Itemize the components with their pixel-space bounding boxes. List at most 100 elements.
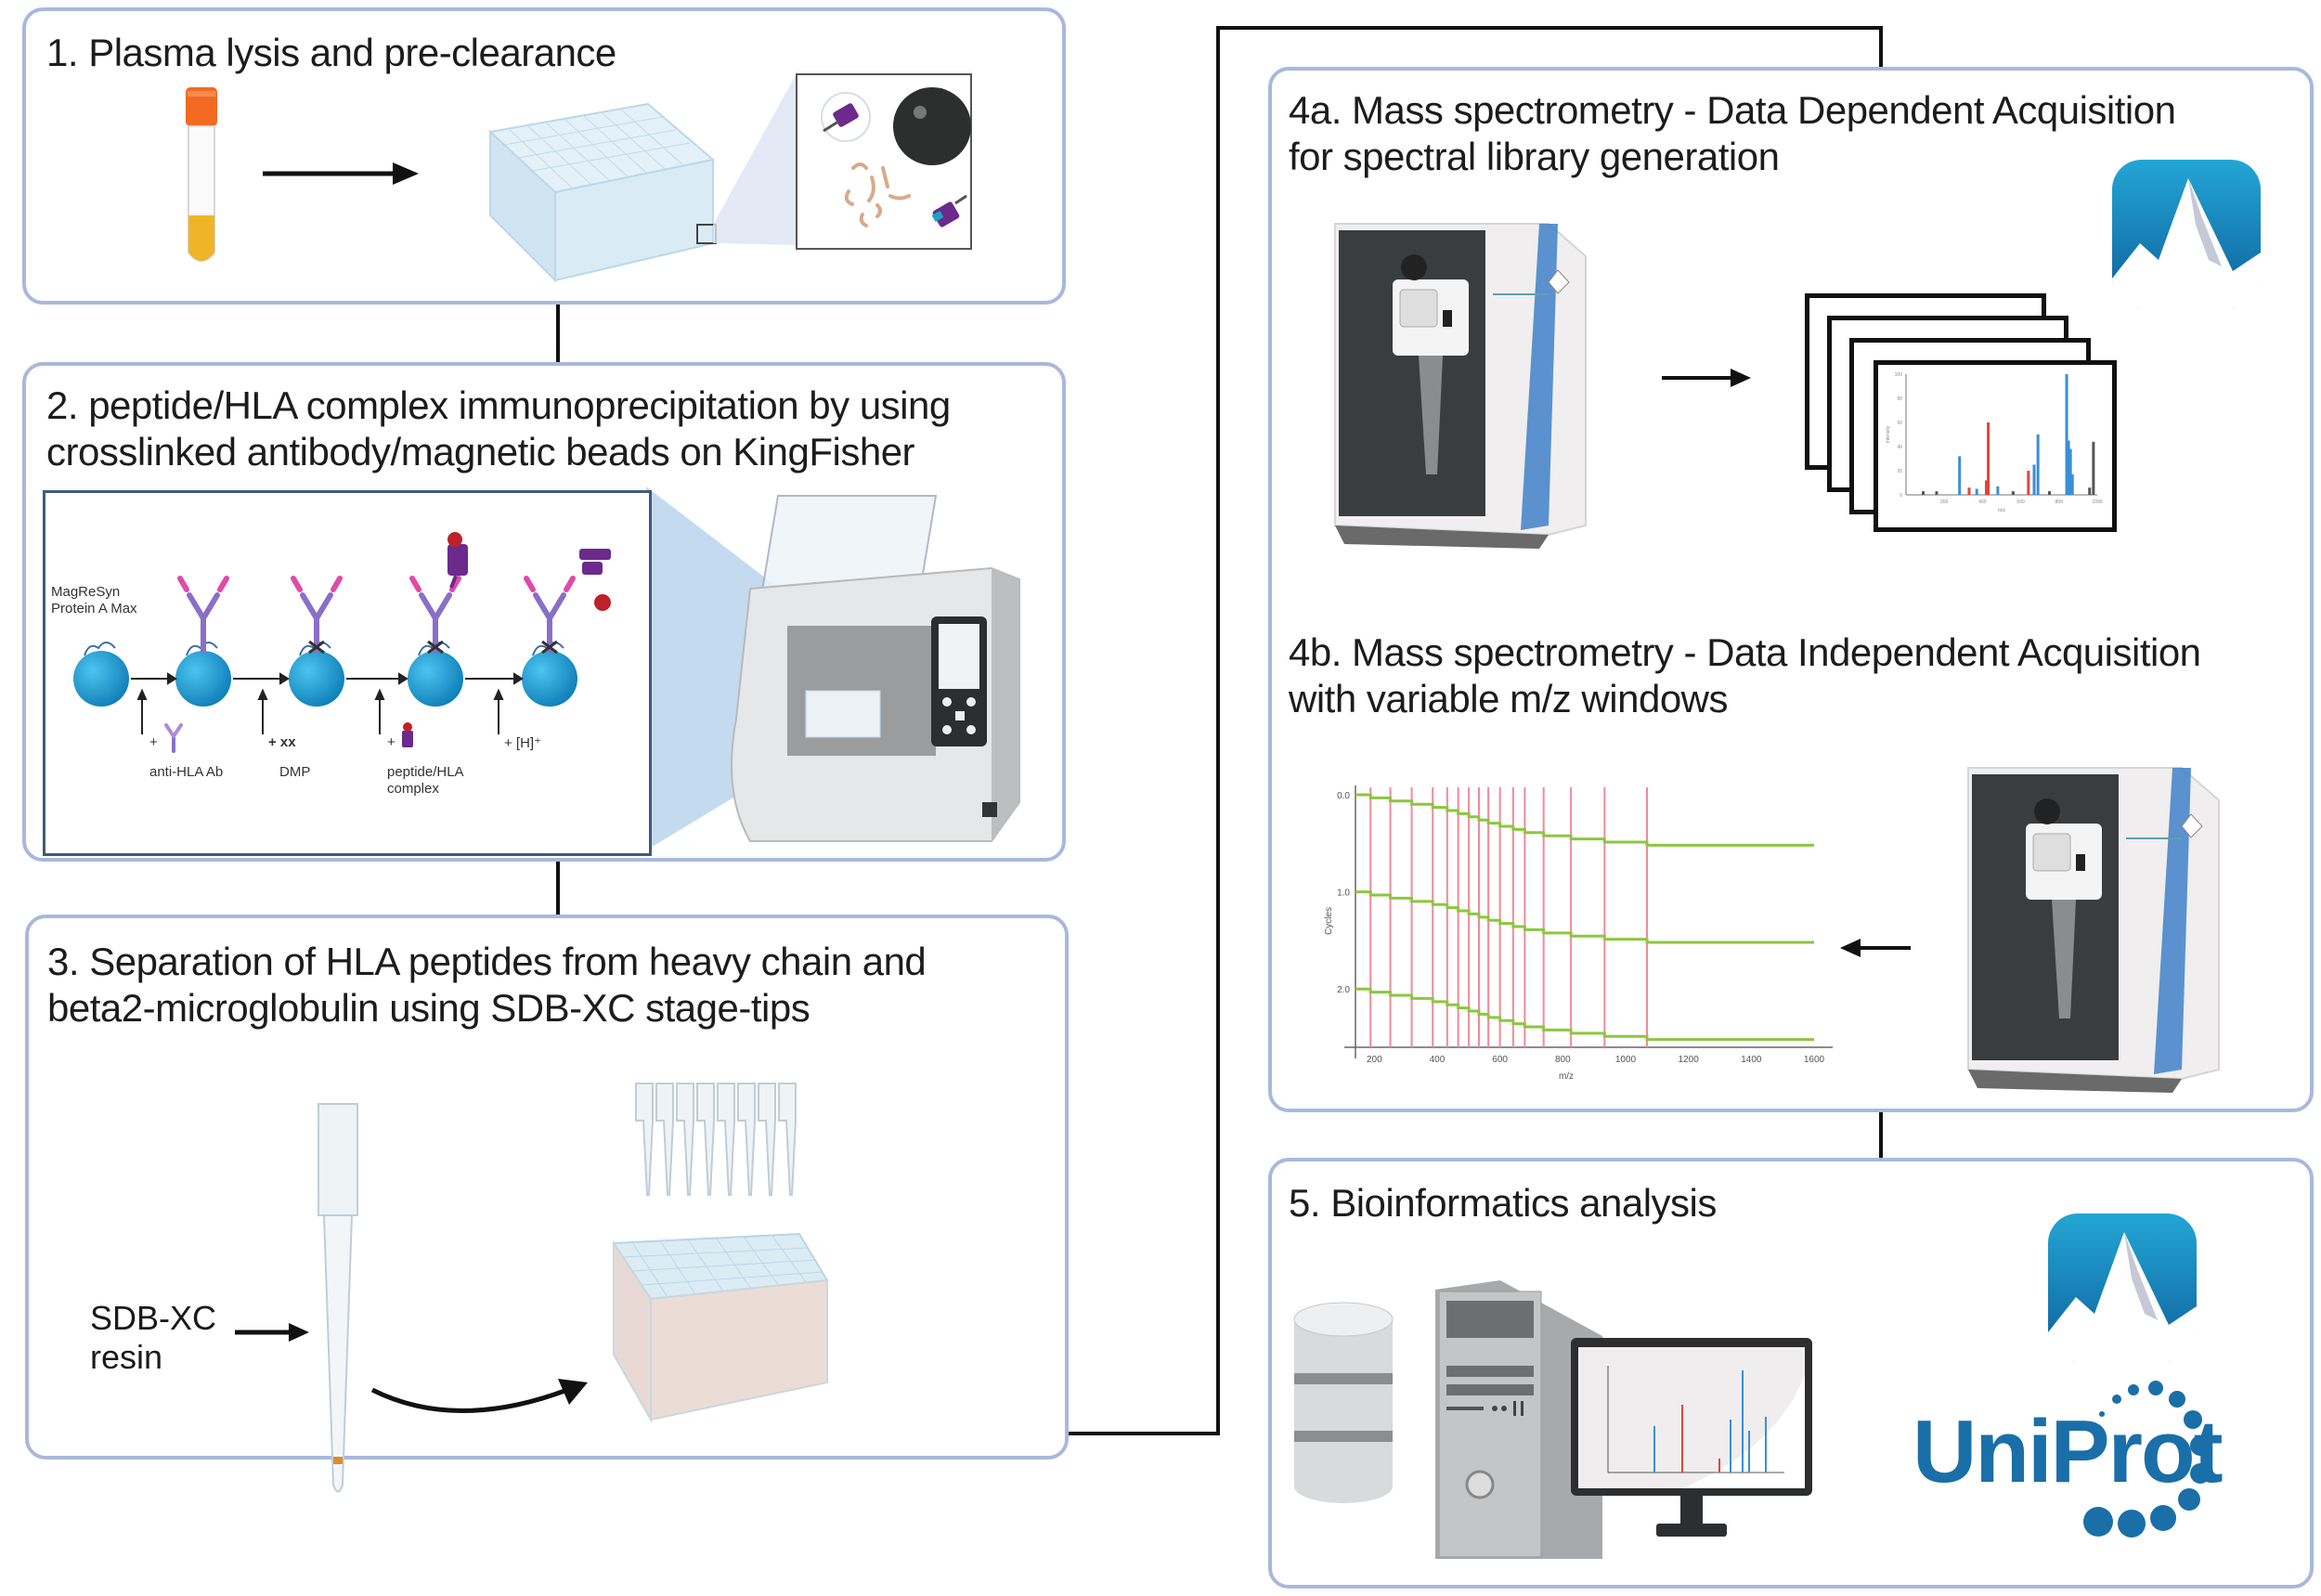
- kingfisher-instrument-icon: [731, 495, 1020, 842]
- mass-spectrometer-icon: [1334, 223, 1587, 549]
- right-arrow-icon: [235, 1323, 309, 1342]
- connector-3-4-v2: [1879, 26, 1883, 69]
- spectrum-peak: [2068, 448, 2072, 495]
- resin-label-line1: SDB-XC: [90, 1299, 217, 1337]
- connector-1-2: [556, 304, 560, 362]
- x-tick-label: 1600: [1804, 1055, 1825, 1065]
- x-tick-label: 1000: [1615, 1055, 1637, 1065]
- x-tick-label: 200: [1367, 1055, 1382, 1065]
- mass-spectrometer-icon: [1967, 767, 2220, 1093]
- x-tick-label: 600: [2016, 500, 2025, 505]
- reagent-3-label-line1: peptide/HLA: [387, 764, 464, 780]
- computer-tower-icon: [1435, 1280, 1602, 1559]
- reagent-3-label-line2: complex: [387, 781, 439, 797]
- cycle-line: [1355, 890, 1814, 944]
- spectronaut-logo-icon: [2048, 1213, 2197, 1362]
- uniprot-logo-text: UniProt: [1913, 1402, 2224, 1501]
- blood-tube-icon: [186, 87, 217, 262]
- x-tick-label: 600: [1492, 1055, 1508, 1065]
- dia-windows-chart: 0.0 1.0 2.0 200 400 600 800 1000 1200 1400 1600 m/z…: [1324, 785, 1833, 1082]
- step-2-title-line2: crosslinked antibody/magnetic beads on K…: [46, 430, 915, 474]
- zoom-callout: [713, 73, 797, 245]
- reagent-2-label: DMP: [279, 764, 311, 780]
- spectrum-peak: [1987, 422, 1990, 495]
- spectrum-peak: [1975, 488, 1978, 495]
- spectrum-peak: [2070, 474, 2074, 495]
- reagent-1-label: anti-HLA Ab: [149, 764, 224, 780]
- x-tick-label: 400: [1430, 1055, 1446, 1065]
- y-tick-label: 0: [1900, 493, 1902, 499]
- y-tick-label: 1.0: [1337, 889, 1350, 899]
- spectrum-peak: [2088, 487, 2092, 495]
- x-tick-label: 1400: [1741, 1055, 1762, 1065]
- cycle-line: [1355, 987, 1814, 1042]
- connector-3-4-h2: [1216, 26, 1883, 30]
- spectrum-peak: [2092, 441, 2095, 495]
- spectrum-peak: [1967, 487, 1971, 495]
- spectrum-peak: [1996, 486, 2000, 495]
- stage-tip-icon: [318, 1103, 358, 1493]
- step-1-title: 1. Plasma lysis and pre-clearance: [46, 31, 616, 74]
- bead-label-line2: Protein A Max: [51, 601, 137, 616]
- y-tick-label: 40: [1897, 445, 1902, 450]
- x-tick-label: 1200: [1679, 1055, 1700, 1065]
- step-5-panel: 5. Bioinformatics analysis: [1268, 1158, 2314, 1589]
- step-2-panel: 2. peptide/HLA complex immunoprecipitati…: [22, 362, 1066, 862]
- spectrum-peak: [2048, 491, 2051, 495]
- spectrum-peak: [2067, 440, 2070, 495]
- step-4a-title-line1: 4a. Mass spectrometry - Data Dependent A…: [1289, 88, 2176, 132]
- spectrum-peak: [2036, 435, 2040, 495]
- y-tick-label: 2.0: [1337, 985, 1350, 995]
- y-axis-label: Cycles: [1324, 907, 1334, 935]
- spectrum-peak: [2027, 471, 2030, 495]
- right-arrow-icon: [263, 162, 419, 185]
- spectrum-peak: [1985, 480, 1989, 495]
- deepwell-plate-icon: [487, 102, 717, 283]
- reagent-4-prefix: + [H]⁺: [504, 735, 542, 751]
- step-4a-title-line2: for spectral library generation: [1289, 135, 1780, 178]
- step-1-panel: 1. Plasma lysis and pre-clearance: [22, 7, 1066, 305]
- lysate-inset: [796, 73, 972, 250]
- connector-4-5: [1879, 1110, 1883, 1159]
- y-tick-label: 80: [1897, 396, 1902, 402]
- reagent-3-prefix: +: [387, 734, 395, 750]
- x-tick-label: 400: [1978, 500, 1987, 505]
- step-4b-title-line2: with variable m/z windows: [1289, 677, 1729, 720]
- monitor-icon: [1571, 1338, 1812, 1537]
- y-axis-label: Intensity: [1886, 425, 1891, 443]
- x-tick-label: 1000: [2092, 500, 2102, 505]
- curved-arrow-icon: [370, 1379, 588, 1413]
- step-4b-title-line1: 4b. Mass spectrometry - Data Independent…: [1289, 630, 2201, 674]
- spectrum-peak: [2011, 491, 2015, 495]
- y-tick-label: 60: [1897, 421, 1902, 426]
- y-tick-label: 0.0: [1337, 791, 1350, 801]
- spectronaut-logo-icon: [2112, 160, 2261, 308]
- spectrum-peak: [2065, 374, 2068, 495]
- magnetic-bead-icon: [73, 651, 577, 707]
- spectrum-peak: [1922, 491, 1926, 495]
- x-tick-label: 200: [1940, 500, 1949, 505]
- x-axis-label: m/z: [1559, 1071, 1574, 1082]
- spectrum-peak: [1958, 456, 1962, 495]
- reagent-2-prefix: + xx: [268, 734, 296, 750]
- database-icon: [1293, 1302, 1394, 1503]
- y-tick-label: 100: [1895, 372, 1903, 378]
- spectrum-peak: [1935, 491, 1938, 495]
- uniprot-dots-icon: [2083, 1381, 2211, 1538]
- cycle-line: [1355, 793, 1814, 847]
- x-tick-label: 800: [1555, 1055, 1571, 1065]
- tip-rack-icon: [635, 1083, 797, 1196]
- ip-steps-diagram: [73, 532, 611, 753]
- step-3-title-line1: 3. Separation of HLA peptides from heavy…: [47, 940, 927, 983]
- antibody-icon: [177, 576, 576, 654]
- resin-label-line2: resin: [90, 1338, 163, 1376]
- connector-2-3: [556, 862, 560, 915]
- immunoprecipitation-scheme: MagReSyn Protein A Max: [43, 490, 652, 856]
- right-arrow-icon: [1662, 369, 1751, 387]
- reagent-1-prefix: +: [149, 734, 158, 750]
- step-3-panel: 3. Separation of HLA peptides from heavy…: [25, 915, 1069, 1493]
- step-2-title-line1: 2. peptide/HLA complex immunoprecipitati…: [46, 383, 951, 427]
- left-arrow-icon: [1840, 939, 1911, 957]
